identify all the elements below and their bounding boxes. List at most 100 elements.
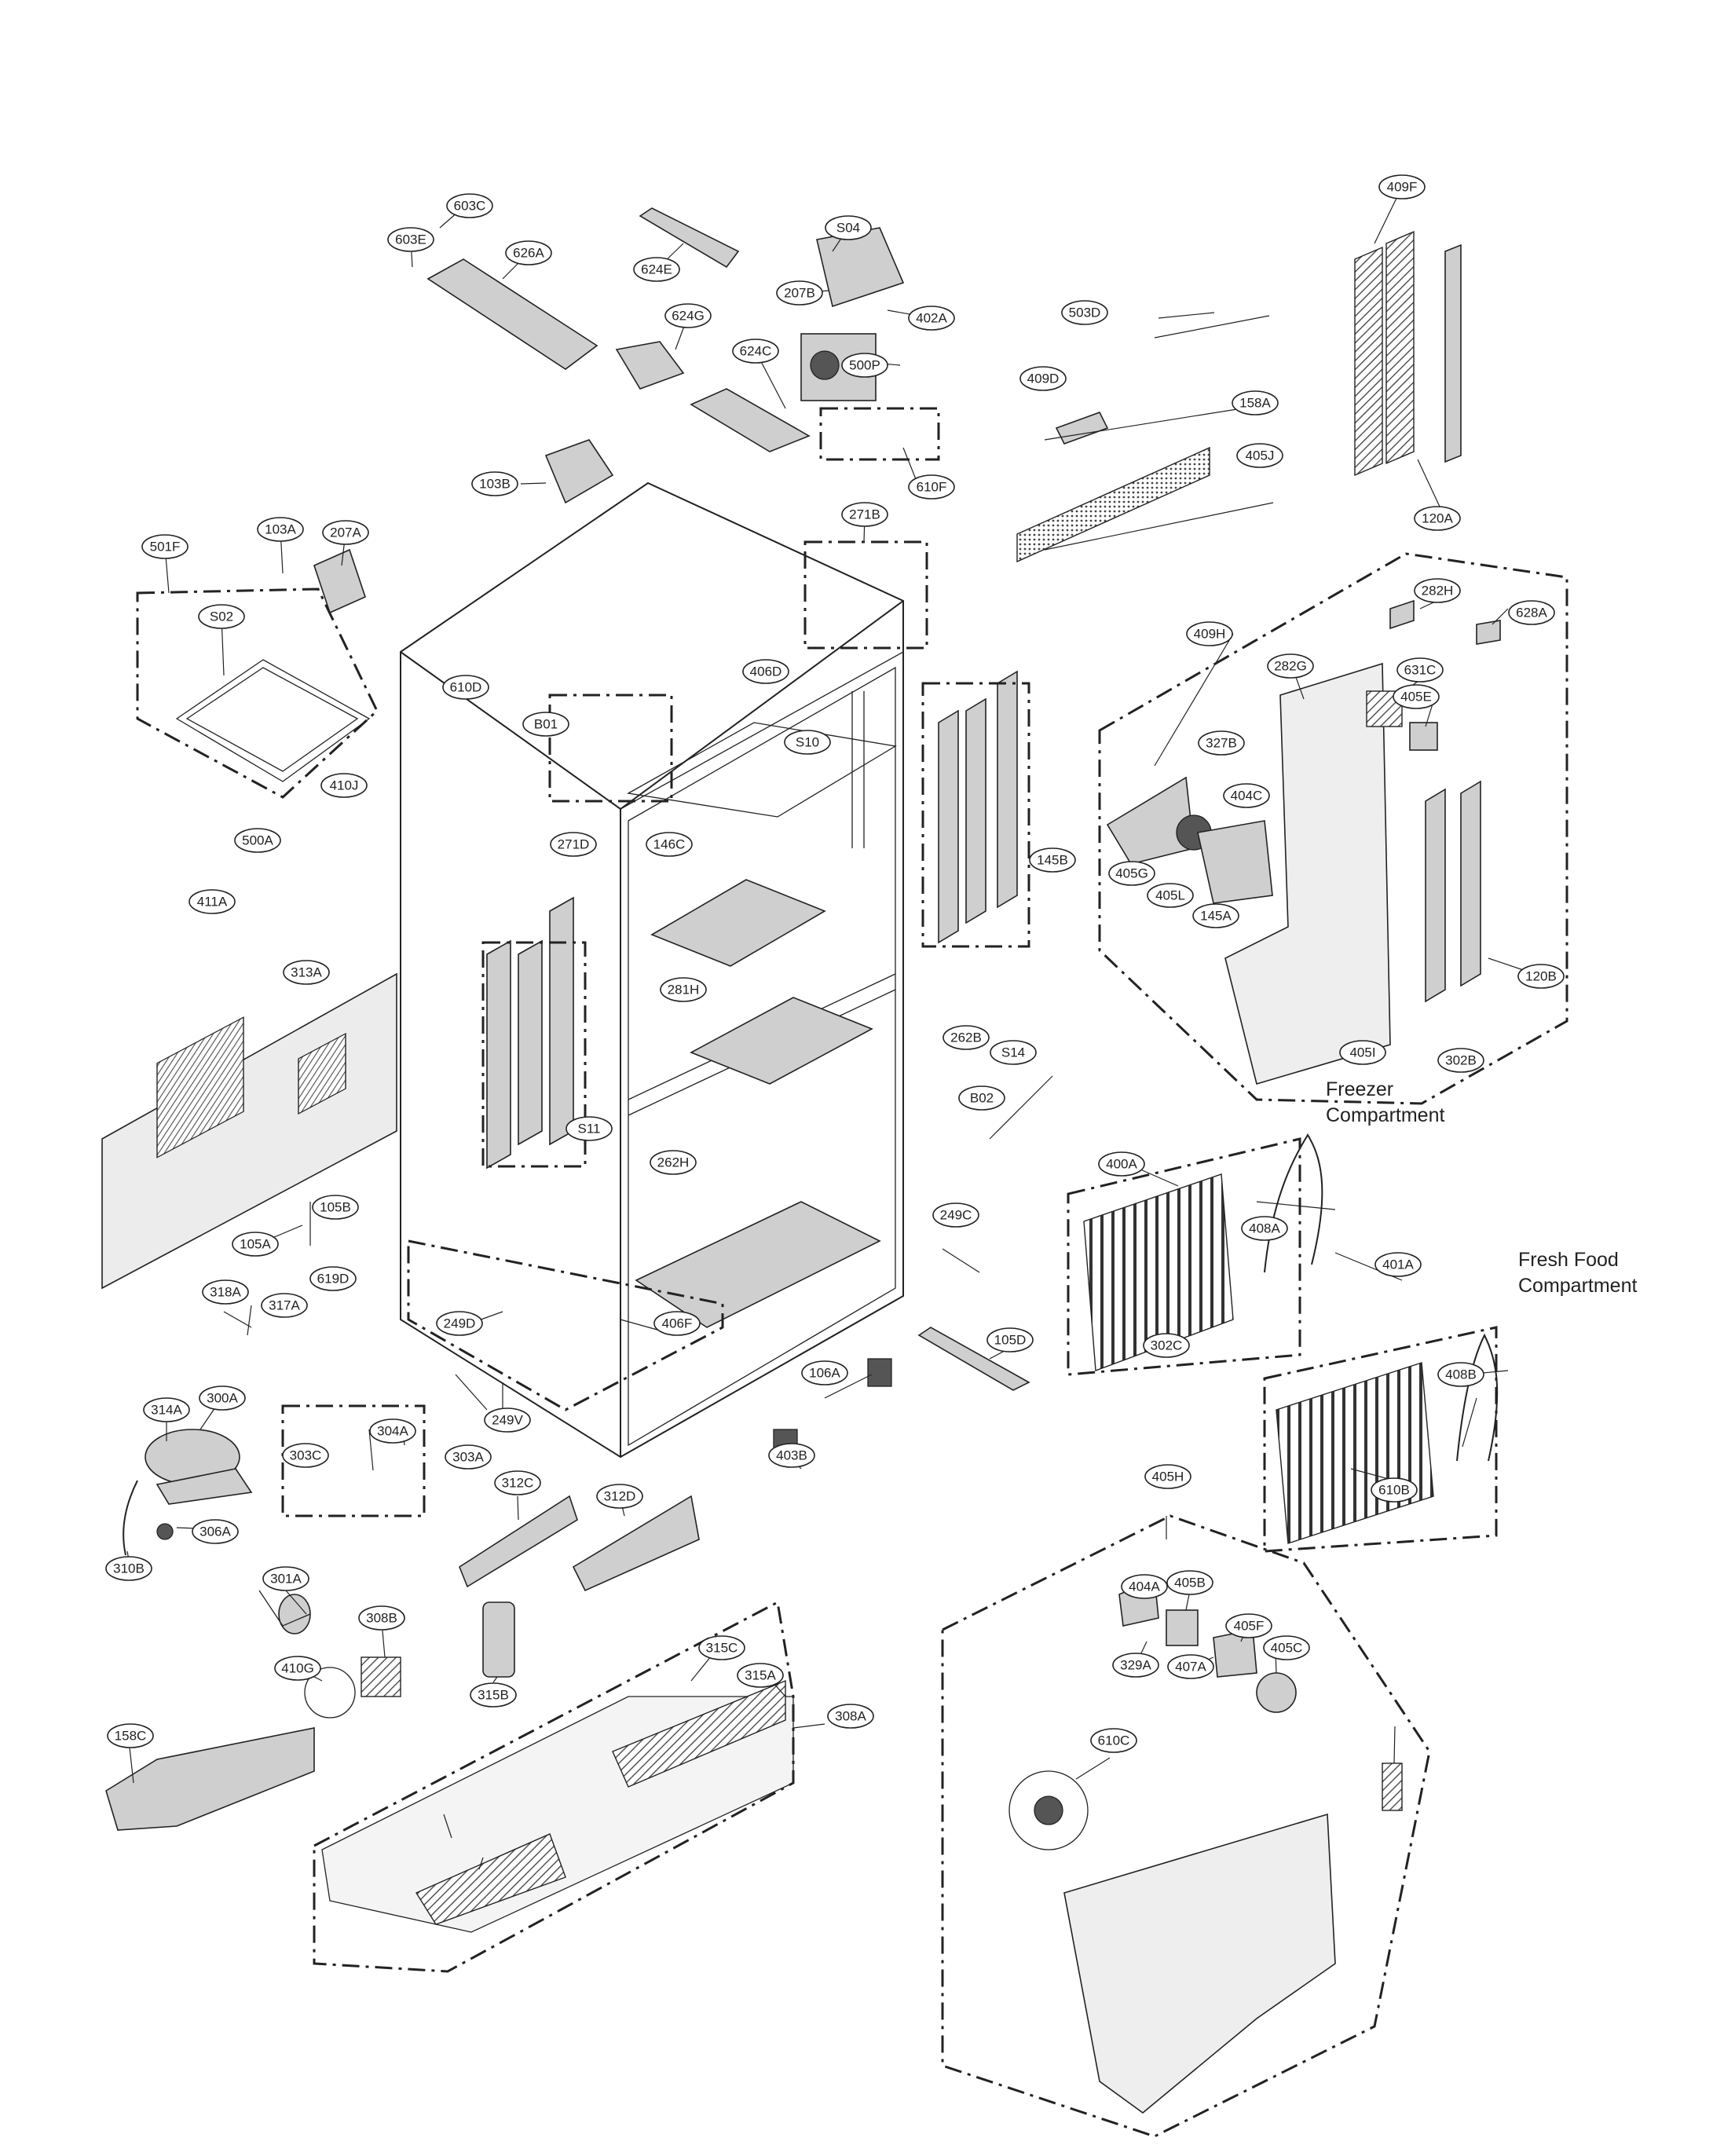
part-label-oval — [494, 1470, 541, 1495]
part-label: 301A — [262, 1566, 309, 1591]
part-label-text: 158C — [115, 1729, 147, 1744]
part-label: 302B — [1437, 1048, 1484, 1073]
part-label: 105D — [986, 1327, 1034, 1353]
fan-assembly — [1008, 1577, 1403, 2114]
part-label-text: 301A — [270, 1572, 302, 1587]
side-rails — [486, 670, 1481, 1170]
part-label-text: 103B — [479, 477, 511, 492]
part-label-text: S02 — [210, 609, 233, 624]
part-label-text: 628A — [1516, 606, 1547, 620]
part-label-text: 405G — [1115, 866, 1148, 881]
part-label-text: 249D — [444, 1316, 476, 1331]
part-label: 308A — [827, 1704, 874, 1729]
part-label: 315A — [737, 1663, 784, 1688]
part-label: 207B — [776, 280, 823, 306]
caption-fresh-food-line2: Compartment — [1518, 1275, 1637, 1297]
part-label: 312C — [494, 1470, 541, 1495]
part-label-oval — [1396, 657, 1444, 683]
part-label: S04 — [825, 215, 872, 240]
part-label-oval — [1414, 506, 1461, 531]
part-label-text: 314A — [151, 1403, 182, 1418]
part-label: 146C — [646, 832, 693, 857]
part-label-oval — [484, 1407, 531, 1433]
part-label-text: 406F — [662, 1316, 693, 1331]
part-label-oval — [1166, 1570, 1213, 1595]
part-label-text: 610B — [1378, 1483, 1410, 1498]
part-label: B02 — [958, 1085, 1005, 1111]
part-label-text: 312D — [604, 1489, 636, 1504]
part-label: 405B — [1166, 1570, 1213, 1595]
part-label-text: 303C — [290, 1448, 322, 1463]
part-label-oval — [1098, 1151, 1145, 1177]
part-label-oval — [646, 832, 693, 857]
part-label-text: 406D — [750, 664, 782, 679]
part-label: 409D — [1019, 366, 1067, 391]
part-label-text: 610F — [917, 480, 947, 495]
part-label-text: 411A — [197, 895, 228, 910]
part-label: 120B — [1517, 964, 1565, 989]
part-label: 610F — [908, 474, 955, 500]
part-label: 619D — [309, 1266, 357, 1291]
part-label: 262B — [943, 1025, 990, 1050]
evaporator-cover — [1106, 599, 1501, 1085]
part-label-oval — [1241, 1216, 1288, 1241]
part-label-text: 624E — [641, 262, 672, 277]
part-label-text: 408A — [1249, 1221, 1280, 1236]
part-label-text: 304A — [377, 1424, 408, 1439]
part-label: 404A — [1121, 1574, 1168, 1599]
part-label-text: 207A — [330, 525, 361, 540]
part-label-text: S04 — [836, 221, 860, 236]
part-label: 145A — [1192, 903, 1239, 928]
part-label-oval — [232, 1232, 279, 1257]
part-label-oval — [1061, 300, 1108, 325]
part-label: 405E — [1393, 684, 1440, 709]
shelf-glass — [175, 659, 371, 782]
part-label: 282G — [1267, 653, 1314, 679]
part-label-text: 626A — [513, 246, 544, 261]
part-label-text: 405J — [1246, 448, 1275, 463]
part-label-text: 501F — [150, 540, 181, 555]
part-label-oval — [1378, 174, 1426, 199]
part-label: 409F — [1378, 174, 1426, 199]
part-label-text: 404A — [1129, 1579, 1160, 1594]
top-parts — [313, 207, 905, 614]
part-label-oval — [202, 1279, 249, 1305]
part-label: 628A — [1508, 600, 1555, 625]
part-label-oval — [1263, 1635, 1310, 1660]
crisper-covers — [459, 1495, 700, 1592]
part-label-text: 315A — [745, 1668, 776, 1683]
part-label-text: 303A — [452, 1450, 484, 1465]
part-label: 281H — [660, 977, 707, 1002]
part-label-text: 409F — [1387, 180, 1418, 195]
part-label-oval — [1143, 1333, 1190, 1358]
filters — [1016, 230, 1462, 563]
part-label: 405J — [1236, 443, 1283, 468]
part-label-text: 503D — [1069, 306, 1101, 320]
part-label-oval — [105, 1556, 152, 1581]
part-label: 105A — [232, 1232, 279, 1257]
part-label-oval — [1393, 684, 1440, 709]
part-label: 106A — [801, 1360, 848, 1385]
part-label-oval — [261, 1293, 308, 1318]
part-label: 313A — [283, 960, 330, 985]
part-label-oval — [198, 604, 245, 629]
part-label-text: 410J — [330, 778, 359, 793]
assembly-boundaries — [136, 407, 1568, 2138]
part-label-text: 405H — [1152, 1470, 1184, 1484]
part-label: 262H — [650, 1150, 697, 1175]
part-label: B01 — [522, 712, 569, 737]
part-label-oval — [986, 1327, 1034, 1353]
part-label: 405H — [1144, 1464, 1191, 1489]
part-label-oval — [841, 502, 888, 527]
part-label-oval — [257, 517, 304, 542]
part-label-text: 105A — [240, 1237, 271, 1252]
part-label: 308B — [358, 1605, 405, 1631]
part-label: 624C — [732, 339, 779, 364]
part-label-oval — [1090, 1728, 1137, 1753]
part-label: 249D — [436, 1311, 483, 1336]
part-label: 406D — [742, 659, 789, 684]
part-label: 631C — [1396, 657, 1444, 683]
part-label-oval — [1414, 578, 1461, 603]
back-panel — [101, 972, 397, 1290]
part-label-oval — [958, 1085, 1005, 1111]
